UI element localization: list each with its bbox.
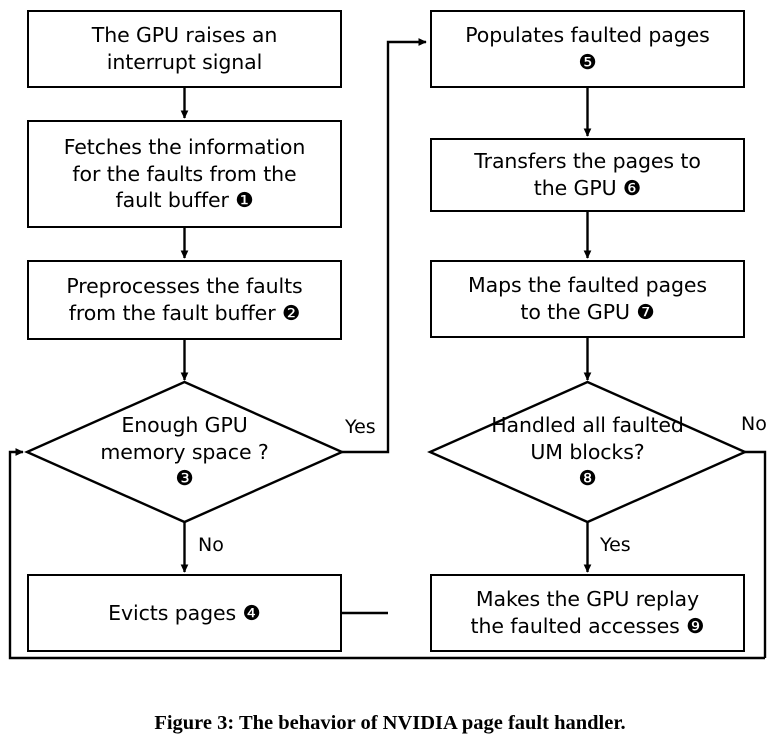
node-interrupt-line1: The GPU raises an	[91, 23, 278, 48]
edge-label-handled-all-yes: Yes	[600, 534, 631, 556]
step-marker-8: ❽	[578, 466, 597, 491]
node-interrupt-line2: interrupt signal	[106, 50, 263, 74]
figure-caption: Figure 3: The behavior of NVIDIA page fa…	[154, 712, 626, 734]
node-fetch-info-line3: fault buffer	[115, 188, 229, 213]
node-populates-pages-text: Populates faulted pages ❺	[459, 22, 716, 75]
node-enough-memory-text: Enough GPU memory space ? ❸	[94, 412, 274, 492]
node-replay-accesses-line1: Makes the GPU replay	[475, 587, 700, 612]
node-replay-accesses[interactable]: Makes the GPU replay the faulted accesse…	[430, 574, 745, 652]
node-preprocess-line1: Preprocesses the faults	[66, 274, 303, 299]
node-replay-accesses-text: Makes the GPU replay the faulted accesse…	[465, 586, 711, 639]
node-preprocess[interactable]: Preprocesses the faults from the fault b…	[27, 260, 342, 340]
node-maps-pages-line2: to the GPU	[520, 300, 630, 324]
node-fetch-info-text: Fetches the information for the faults f…	[58, 134, 312, 214]
step-marker-3: ❸	[175, 466, 194, 491]
node-fetch-info-line1: Fetches the information	[63, 135, 306, 160]
node-enough-memory[interactable]: Enough GPU memory space ? ❸	[64, 394, 305, 510]
node-handled-all[interactable]: Handled all faulted UM blocks? ❽	[467, 394, 708, 510]
node-transfers-pages-line2: the GPU	[533, 176, 617, 200]
edge-n9-no-to-rail	[745, 450, 767, 658]
edge-label-enough-memory-yes: Yes	[345, 416, 376, 438]
node-transfers-pages-text: Transfers the pages to the GPU ❻	[468, 148, 707, 201]
step-marker-4: ❹	[242, 600, 261, 625]
node-interrupt-text: The GPU raises an interrupt signal	[86, 22, 283, 75]
step-marker-5: ❺	[578, 50, 597, 74]
node-preprocess-line2: from the fault buffer	[68, 301, 276, 325]
node-maps-pages[interactable]: Maps the faulted pages to the GPU ❼	[430, 260, 745, 338]
node-enough-memory-line2: memory space ?	[100, 439, 269, 464]
node-fetch-info[interactable]: Fetches the information for the faults f…	[27, 120, 342, 228]
node-maps-pages-text: Maps the faulted pages to the GPU ❼	[462, 272, 713, 325]
node-handled-all-line1: Handled all faulted	[491, 413, 684, 438]
step-marker-2: ❷	[281, 301, 301, 325]
node-fetch-info-line2: for the faults from the	[72, 161, 297, 186]
edge-n4-yes-to-n6	[342, 38, 427, 454]
node-evicts-pages-text: Evicts pages ❹	[102, 600, 267, 627]
node-handled-all-line2: UM blocks?	[530, 439, 645, 464]
node-populates-pages[interactable]: Populates faulted pages ❺	[430, 10, 745, 88]
node-enough-memory-line1: Enough GPU	[121, 413, 248, 438]
step-marker-6: ❻	[622, 176, 642, 200]
edge-label-enough-memory-no: No	[198, 534, 224, 556]
node-transfers-pages[interactable]: Transfers the pages to the GPU ❻	[430, 138, 745, 212]
node-maps-pages-line1: Maps the faulted pages	[468, 273, 707, 298]
node-interrupt[interactable]: The GPU raises an interrupt signal	[27, 10, 342, 88]
edge-feedback-to-n4	[8, 448, 765, 660]
step-marker-1: ❶	[235, 188, 254, 213]
step-marker-7: ❼	[636, 300, 655, 324]
decision-n4-outline	[24, 380, 345, 524]
decision-n9-outline	[427, 380, 748, 524]
node-replay-accesses-line2: the faulted accesses	[470, 614, 680, 638]
node-populates-pages-line1: Populates faulted pages	[465, 23, 710, 48]
node-preprocess-text: Preprocesses the faults from the fault b…	[60, 273, 308, 326]
node-handled-all-text: Handled all faulted UM blocks? ❽	[485, 412, 690, 492]
node-evicts-pages-line1: Evicts pages	[108, 600, 237, 625]
edge-label-handled-all-no: No	[741, 413, 767, 435]
step-marker-9: ❾	[686, 614, 705, 638]
node-evicts-pages[interactable]: Evicts pages ❹	[27, 574, 342, 652]
node-transfers-pages-line1: Transfers the pages to	[474, 149, 701, 174]
